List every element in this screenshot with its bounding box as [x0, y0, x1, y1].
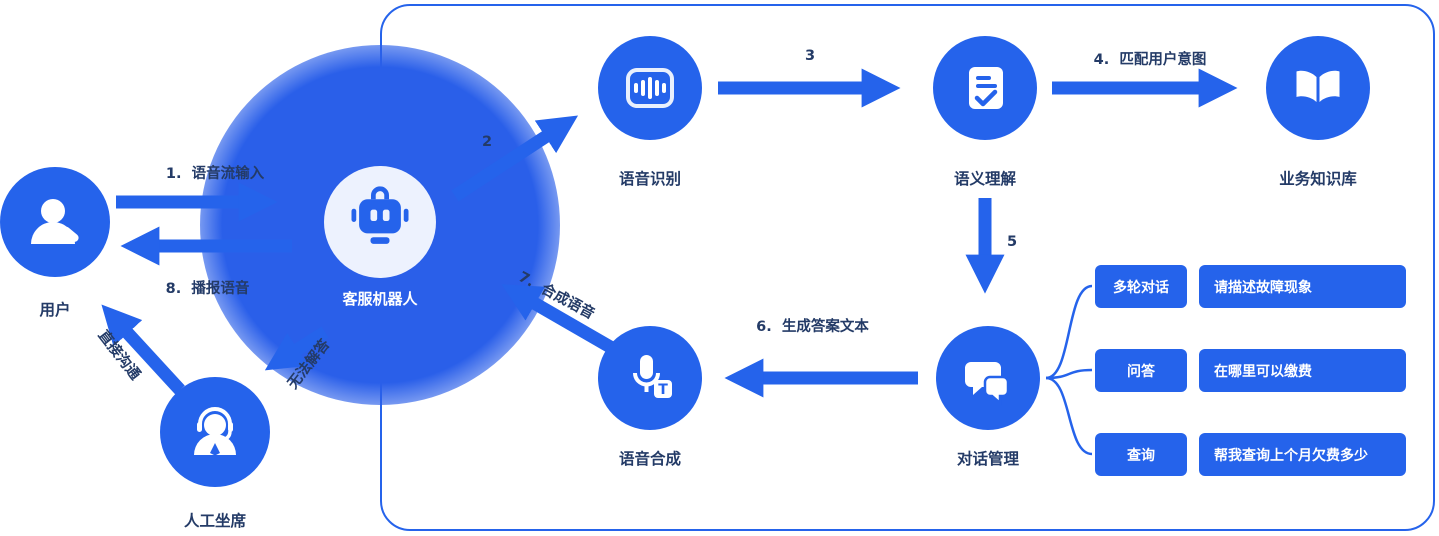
- dialog-tag-qa: 问答: [1095, 349, 1187, 392]
- arrow-agent-to-user: [101, 304, 185, 395]
- user-node: [0, 167, 110, 277]
- document-check-icon: [969, 67, 1003, 109]
- agent-headset-icon: [194, 407, 236, 456]
- microphone-text-icon: T: [633, 355, 672, 398]
- dialog-text-multiturn: 请描述故障现象: [1199, 265, 1406, 308]
- voiceprint-icon: [626, 68, 674, 108]
- user-phone-icon: [31, 199, 79, 244]
- bracket-dm-row3: [1045, 376, 1093, 456]
- robot-label: 客服机器人: [342, 290, 418, 308]
- arrow-robot-to-asr: [451, 115, 579, 202]
- edge-label-answer-text: 6. 生成答案文本: [756, 319, 869, 335]
- agent-node: [160, 377, 270, 487]
- asr-label: 语音识别: [618, 170, 681, 188]
- arrow-tts-to-robot: [501, 284, 616, 354]
- edge-label-step3: 3: [804, 48, 816, 64]
- dm-node: [936, 326, 1040, 430]
- dialog-text-qa: 在哪里可以缴费: [1199, 349, 1406, 392]
- arrow-robot-to-agent: [264, 326, 329, 371]
- tts-node: T: [598, 326, 702, 430]
- kb-label: 业务知识库: [1279, 170, 1357, 188]
- dialog-text-query: 帮我查询上个月欠费多少: [1199, 433, 1406, 476]
- user-label: 用户: [39, 301, 71, 319]
- agent-label: 人工坐席: [183, 512, 246, 530]
- nlu-label: 语义理解: [953, 170, 1016, 188]
- bracket-dm-row1: [1045, 284, 1093, 380]
- nlu-node: [933, 36, 1037, 140]
- bracket-dm-row2: [1045, 368, 1093, 380]
- dialog-tag-multiturn: 多轮对话: [1095, 265, 1187, 308]
- open-book-icon: [1296, 70, 1340, 102]
- dialog-tag-query: 查询: [1095, 433, 1187, 476]
- asr-node: [598, 36, 702, 140]
- dm-label: 对话管理: [956, 450, 1019, 468]
- edge-label-voice-input: 1. 语音流输入: [165, 166, 265, 182]
- chat-bubbles-icon: [965, 362, 1010, 406]
- robot-icon: [351, 186, 409, 244]
- tts-letter: T: [658, 382, 668, 398]
- tts-label: 语音合成: [618, 450, 681, 468]
- edge-label-broadcast: 8. 播报语音: [165, 281, 250, 297]
- edge-label-step2: 2: [481, 134, 493, 150]
- robot-node: [324, 166, 436, 278]
- edge-label-step5: 5: [1006, 234, 1018, 250]
- edge-label-match-intent: 4. 匹配用户意图: [1093, 52, 1207, 68]
- kb-node: [1266, 36, 1370, 140]
